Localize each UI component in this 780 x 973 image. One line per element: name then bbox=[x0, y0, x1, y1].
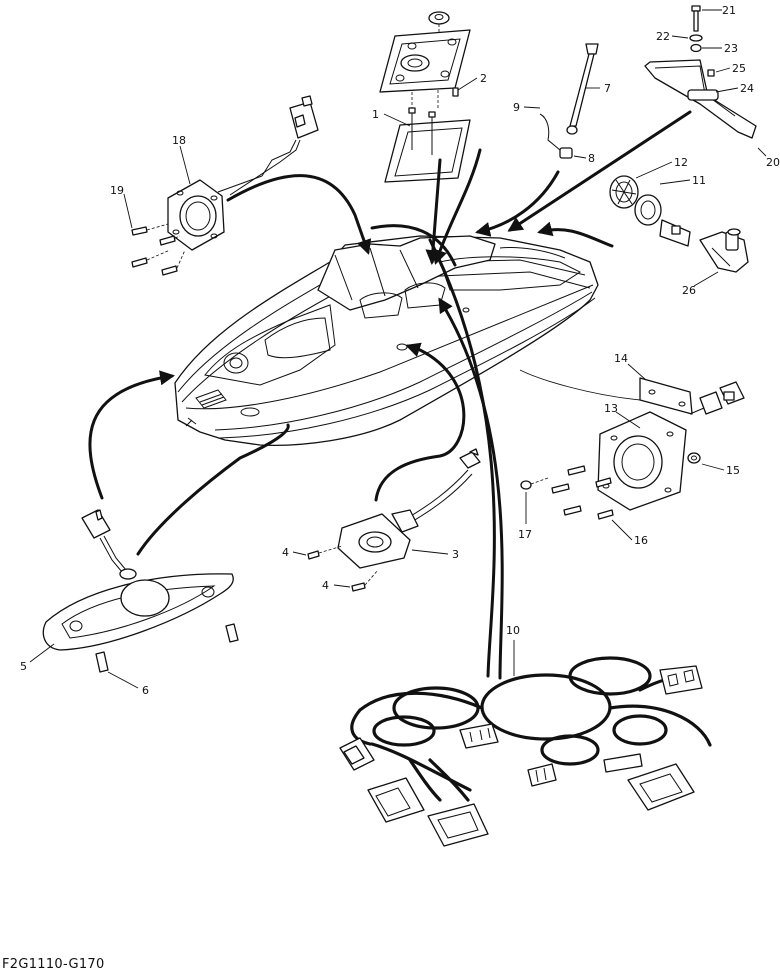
screws-16 bbox=[551, 465, 614, 520]
svg-text:19: 19 bbox=[110, 184, 124, 197]
svg-text:22: 22 bbox=[656, 30, 670, 43]
callout-24: 24 bbox=[715, 82, 754, 95]
callout-16: 16 bbox=[611, 519, 648, 547]
nav-light-lens-5 bbox=[42, 573, 234, 651]
callout-11: 11 bbox=[659, 174, 706, 187]
svg-text:12: 12 bbox=[674, 156, 688, 169]
access-plate-13 bbox=[597, 411, 687, 511]
svg-text:14: 14 bbox=[614, 352, 628, 365]
callout-5: 5 bbox=[20, 643, 55, 673]
top-trim-plate bbox=[379, 29, 471, 93]
svg-text:6: 6 bbox=[142, 684, 149, 697]
callout-15: 15 bbox=[701, 463, 740, 477]
callout-10: 10 bbox=[506, 624, 520, 676]
screws-4 bbox=[307, 545, 379, 592]
nut-23 bbox=[690, 43, 702, 53]
callout-8: 8 bbox=[573, 152, 595, 165]
callout-4a: 4 bbox=[282, 546, 307, 559]
svg-text:26: 26 bbox=[682, 284, 696, 297]
svg-text:24: 24 bbox=[740, 82, 754, 95]
callout-2: 2 bbox=[457, 72, 487, 91]
callout-4b: 4 bbox=[322, 579, 351, 592]
svg-text:15: 15 bbox=[726, 464, 740, 477]
callout-3: 3 bbox=[411, 548, 459, 561]
svg-text:16: 16 bbox=[634, 534, 648, 547]
figure-code: F2G1110-G170 bbox=[2, 957, 105, 972]
bolt-21 bbox=[691, 5, 701, 32]
svg-text:25: 25 bbox=[732, 62, 746, 75]
callout-26: 26 bbox=[682, 271, 719, 297]
light-wire-3 bbox=[403, 448, 481, 525]
callout-12: 12 bbox=[635, 156, 688, 179]
grab-handle-20 bbox=[644, 59, 757, 139]
bolt-17 bbox=[520, 477, 549, 490]
callout-25: 25 bbox=[715, 62, 746, 75]
top-cover-cap bbox=[428, 11, 450, 32]
callout-21: 21 bbox=[702, 4, 736, 17]
nut-15 bbox=[687, 452, 701, 464]
svg-text:21: 21 bbox=[722, 4, 736, 17]
screws-6 bbox=[95, 623, 239, 673]
routing-arrows bbox=[88, 110, 692, 680]
svg-text:9: 9 bbox=[513, 101, 520, 114]
svg-text:23: 23 bbox=[724, 42, 738, 55]
svg-text:2: 2 bbox=[480, 72, 487, 85]
svg-text:17: 17 bbox=[518, 528, 532, 541]
washer-22 bbox=[689, 34, 703, 42]
callout-18: 18 bbox=[172, 134, 191, 185]
screws-19 bbox=[131, 223, 186, 276]
callout-7: 7 bbox=[586, 82, 611, 95]
bow-locker bbox=[195, 389, 227, 409]
harness-connectors bbox=[339, 665, 703, 847]
nav-light-connector bbox=[81, 509, 137, 580]
svg-text:10: 10 bbox=[506, 624, 520, 637]
svg-text:4: 4 bbox=[282, 546, 289, 559]
svg-text:8: 8 bbox=[588, 152, 595, 165]
callout-20: 20 bbox=[757, 147, 780, 169]
svg-text:1: 1 bbox=[372, 108, 379, 121]
svg-text:7: 7 bbox=[604, 82, 611, 95]
callout-22: 22 bbox=[656, 30, 689, 43]
svg-text:5: 5 bbox=[20, 660, 27, 673]
svg-text:18: 18 bbox=[172, 134, 186, 147]
connector-18-plug bbox=[217, 95, 319, 196]
wire-harness-10 bbox=[350, 656, 712, 802]
svg-text:20: 20 bbox=[766, 156, 780, 169]
callout-23: 23 bbox=[702, 42, 738, 55]
courtesy-light-3 bbox=[337, 509, 419, 569]
boat-hull bbox=[174, 235, 599, 446]
callout-14: 14 bbox=[614, 352, 647, 381]
mounting-bracket-1 bbox=[384, 87, 471, 183]
svg-text:13: 13 bbox=[604, 402, 618, 415]
grommet-12 bbox=[609, 175, 639, 209]
callout-1: 1 bbox=[372, 108, 411, 127]
svg-text:11: 11 bbox=[692, 174, 706, 187]
sensor-switch-26 bbox=[659, 219, 749, 273]
svg-text:3: 3 bbox=[452, 548, 459, 561]
callout-6: 6 bbox=[107, 671, 149, 697]
callout-17: 17 bbox=[518, 492, 532, 541]
callout-9: 9 bbox=[513, 101, 541, 114]
callout-13: 13 bbox=[604, 402, 641, 429]
callout-19: 19 bbox=[110, 184, 133, 229]
cap-11 bbox=[634, 194, 662, 226]
access-plate-18 bbox=[167, 179, 225, 251]
antenna bbox=[539, 43, 599, 159]
bracket-14 bbox=[639, 377, 745, 415]
svg-text:4: 4 bbox=[322, 579, 329, 592]
